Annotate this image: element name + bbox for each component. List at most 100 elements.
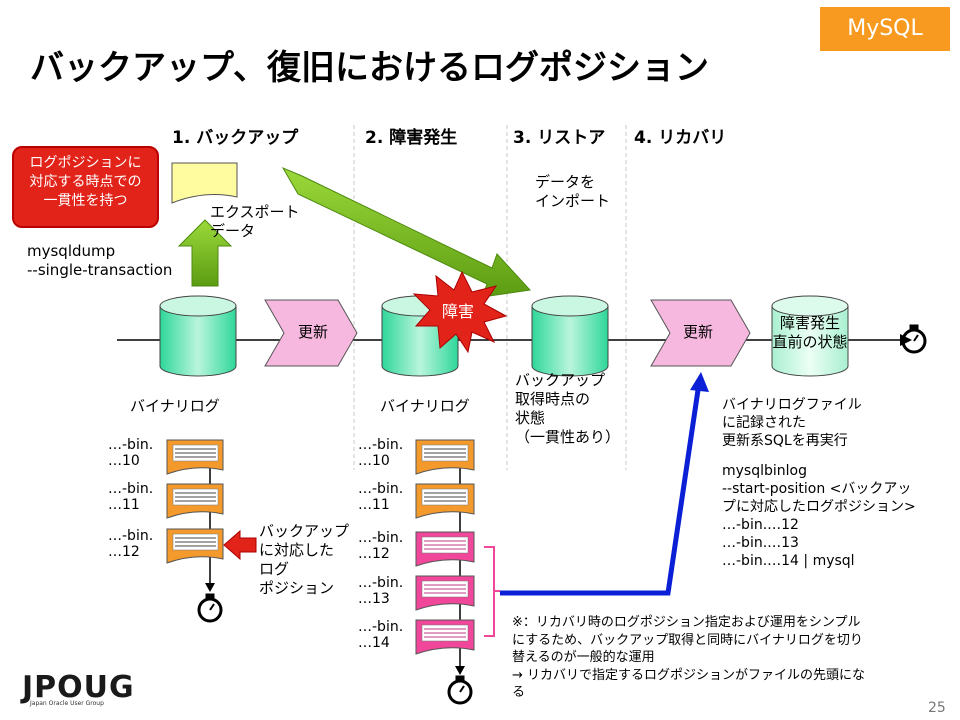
recovery-blue-arrowhead — [690, 372, 709, 392]
file-label-line: …13 — [358, 591, 390, 607]
mysql-badge: MySQL — [820, 7, 950, 51]
file-label-line: …10 — [358, 453, 390, 469]
file-label-line: …-bin. — [108, 437, 154, 453]
import-label-line: データを — [535, 173, 596, 191]
file-label-line: …-bin. — [358, 575, 404, 591]
export-label-line: エクスポート — [210, 203, 300, 221]
left-file-label-10: …-bin. …10 — [108, 437, 153, 469]
import-diagonal-arrow — [281, 166, 532, 298]
stopwatch-icon-right — [447, 675, 473, 705]
column-separators — [353, 125, 627, 470]
mysqlbinlog-line: …-bin.…13 — [722, 535, 799, 551]
recovery-blue-arrow — [500, 389, 701, 596]
recovery-desc-line: 更新系SQLを再実行 — [722, 433, 848, 449]
file-label-line: …-bin. — [358, 481, 404, 497]
file-label-line: …-bin. — [108, 528, 154, 544]
jpoug-logo: JPOUG — [22, 670, 135, 705]
footnote-line: → リカバリで指定するログポジションがファイルの先頭にな — [512, 667, 866, 683]
mysqlbinlog-command: mysqlbinlog --start-position <バックアッ プに対応… — [722, 462, 916, 570]
backup-position-label: バックアップ に対応した ログ ポジション — [259, 522, 349, 598]
binlog-label-left: バイナリログ — [130, 397, 220, 415]
database-cylinder-3 — [531, 295, 609, 377]
page-number: 25 — [928, 700, 946, 716]
left-file-label-12: …-bin. …12 — [108, 528, 153, 560]
mysqlbinlog-line: プに対応したログポジション> — [722, 499, 916, 515]
right-file-12 — [415, 531, 475, 567]
update-label-1: 更新 — [298, 323, 329, 341]
footnote: ※：リカバリ時のログポジション指定および運用をシンプル にするため、バックアップ… — [512, 614, 865, 702]
callout-line: ログポジションに — [29, 155, 142, 171]
recovery-description: バイナリログファイル に記録された 更新系SQLを再実行 — [722, 396, 862, 450]
mysqlbinlog-line: …-bin.…12 — [722, 517, 799, 533]
file-label-line: …-bin. — [358, 530, 404, 546]
file-label-line: …14 — [358, 635, 390, 651]
right-file-10 — [415, 439, 475, 475]
left-file-12 — [166, 528, 224, 564]
callout-line: 一貫性を持つ — [43, 193, 128, 209]
right-file-11 — [415, 483, 475, 519]
step-3-label: 3. リストア — [513, 128, 606, 148]
update-chevron-1 — [264, 299, 358, 367]
backup-position-line: ログ — [259, 560, 290, 578]
right-file-label-11: …-bin. …11 — [358, 481, 403, 513]
right-file-label-10: …-bin. …10 — [358, 437, 403, 469]
failure-label: 障害 — [442, 302, 475, 321]
failure-starburst-icon — [412, 270, 508, 354]
backup-position-arrow — [223, 529, 257, 561]
page-title: バックアップ、復旧におけるログポジション — [30, 48, 709, 88]
file-label-line: …12 — [358, 546, 390, 562]
mysqldump-line: --single-transaction — [27, 261, 173, 279]
file-label-line: …-bin. — [358, 437, 404, 453]
backup-state-line: バックアップ — [515, 371, 606, 389]
stopwatch-icon-timeline — [901, 324, 927, 354]
backup-position-line: に対応した — [259, 541, 335, 559]
left-files-arrowhead — [205, 583, 215, 592]
left-file-10 — [166, 439, 224, 475]
file-label-line: …11 — [108, 497, 140, 513]
backup-state-line: 取得時点の — [515, 390, 591, 408]
callout-line: 対応する時点での — [29, 174, 142, 190]
update-label-2: 更新 — [683, 323, 714, 341]
stopwatch-icon-left — [197, 593, 223, 623]
backup-position-line: バックアップ — [259, 522, 350, 540]
right-file-label-12: …-bin. …12 — [358, 530, 403, 562]
left-file-11 — [166, 483, 224, 519]
jpoug-logo-subtitle: Japan Oracle User Group — [30, 700, 104, 707]
file-label-line: …-bin. — [108, 481, 154, 497]
right-file-14 — [415, 619, 475, 655]
export-data-label: エクスポート データ — [210, 203, 300, 241]
file-label-line: …11 — [358, 497, 390, 513]
mysqlbinlog-line: mysqlbinlog — [722, 463, 807, 479]
step-1-label: 1. バックアップ — [172, 128, 299, 148]
export-document-icon — [171, 162, 238, 204]
consistency-callout: ログポジションに 対応する時点での 一貫性を持つ — [12, 146, 159, 228]
step-4-label: 4. リカバリ — [634, 128, 727, 148]
database-cylinder-4 — [771, 295, 849, 377]
mysqlbinlog-line: …-bin.…14 | mysql — [722, 553, 855, 569]
recovery-desc-line: バイナリログファイル — [722, 397, 862, 413]
backup-state-label: バックアップ 取得時点の 状態 （一貫性あり） — [515, 371, 620, 447]
mysqldump-command: mysqldump --single-transaction — [27, 242, 172, 280]
right-file-label-13: …-bin. …13 — [358, 575, 403, 607]
mysqldump-line: mysqldump — [27, 242, 116, 260]
pre-failure-line: 直前の状態 — [772, 333, 848, 351]
export-label-line: データ — [210, 222, 256, 240]
file-label-line: …10 — [108, 453, 140, 469]
footnote-line: にするため、バックアップ取得と同時にバイナリログを切り — [512, 632, 863, 648]
right-files-arrowhead — [455, 666, 465, 675]
database-cylinder-1 — [159, 295, 237, 377]
pre-failure-line: 障害発生 — [779, 314, 840, 332]
file-label-line: …-bin. — [358, 619, 404, 635]
backup-position-line: ポジション — [259, 579, 335, 597]
file-label-line: …12 — [108, 544, 140, 560]
export-up-arrow — [177, 219, 233, 287]
mysqlbinlog-line: --start-position <バックアッ — [722, 481, 912, 497]
left-file-label-11: …-bin. …11 — [108, 481, 153, 513]
recovery-desc-line: に記録された — [722, 415, 806, 431]
recovery-files-bracket — [484, 546, 500, 637]
footnote-line: 替えるのが一般的な運用 — [512, 650, 655, 665]
footnote-line: る — [512, 685, 526, 700]
pre-failure-label: 障害発生 直前の状態 — [762, 314, 858, 352]
step-2-label: 2. 障害発生 — [365, 128, 458, 148]
